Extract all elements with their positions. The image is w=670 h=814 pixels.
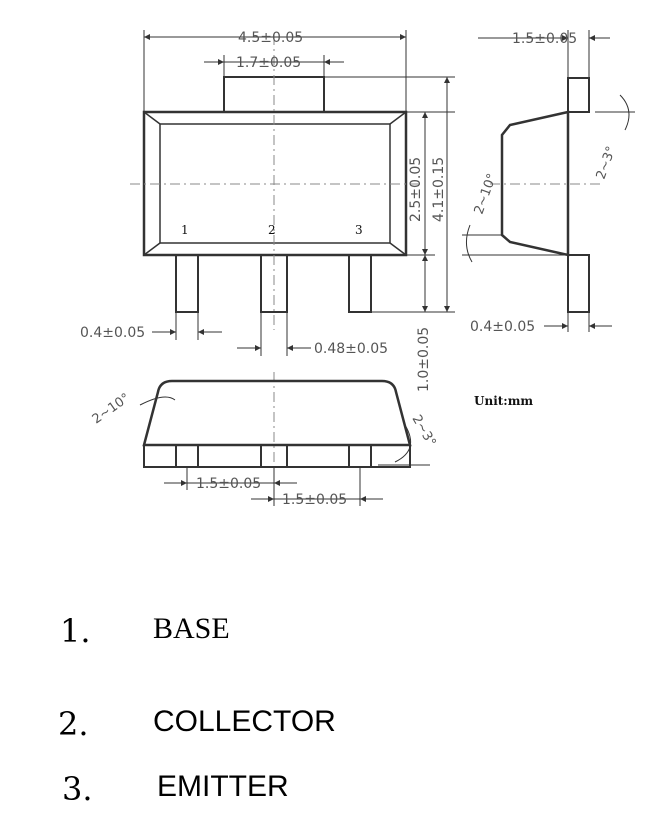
top-view xyxy=(142,76,408,313)
dim-side-lead-width: 0.4±0.05 xyxy=(470,319,535,335)
center-lines xyxy=(130,35,600,472)
lead-1 xyxy=(175,254,199,313)
front-view xyxy=(142,379,412,468)
pin-number-1: 1 xyxy=(181,223,189,237)
dim-side-angle-large: 2~10° xyxy=(472,172,501,217)
pin-name-collector: COLLECTOR xyxy=(153,705,336,738)
dim-body-height: 2.5±0.05 xyxy=(408,157,424,222)
front-body xyxy=(142,379,412,447)
dim-pitch-1: 1.5±0.05 xyxy=(196,476,261,492)
pin-name-emitter: EMITTER xyxy=(157,770,289,803)
dim-bottom-angle: 2~3° xyxy=(409,413,439,450)
pin-index-2: 2. xyxy=(58,705,89,743)
dim-lead-length: 1.0±0.05 xyxy=(416,327,432,392)
pin-name-base: BASE xyxy=(153,612,230,645)
dim-pitch-2: 1.5±0.05 xyxy=(282,492,347,508)
front-lead-3 xyxy=(348,444,372,468)
dim-side-angle-small: 2~3° xyxy=(594,144,620,181)
dim-lead-width-center: 0.48±0.05 xyxy=(314,341,388,357)
side-lead-bottom xyxy=(567,254,590,313)
dim-tab-width: 1.7±0.05 xyxy=(236,55,301,71)
dim-lead-width: 0.4±0.05 xyxy=(80,325,145,341)
dim-total-height: 4.1±0.15 xyxy=(431,157,447,222)
pin-index-1: 1. xyxy=(60,612,91,650)
front-lead-1 xyxy=(175,444,199,468)
side-lead-top xyxy=(567,77,590,113)
pin-index-3: 3. xyxy=(62,770,93,808)
lead-3 xyxy=(348,254,372,313)
dimension-lines xyxy=(143,30,455,356)
side-view xyxy=(500,77,590,313)
unit-label: Unit:mm xyxy=(474,394,533,408)
package-outline-drawing: 1 2 3 4.5±0.05 1.7±0.05 2.5±0.05 4.1±0.1… xyxy=(80,30,635,508)
dim-total-width: 4.5±0.05 xyxy=(238,30,303,46)
dim-side-width: 1.5±0.05 xyxy=(512,31,577,47)
dim-front-angle: 2~10° xyxy=(90,391,133,428)
pin-number-2: 2 xyxy=(268,223,276,237)
pin-number-3: 3 xyxy=(355,223,363,237)
